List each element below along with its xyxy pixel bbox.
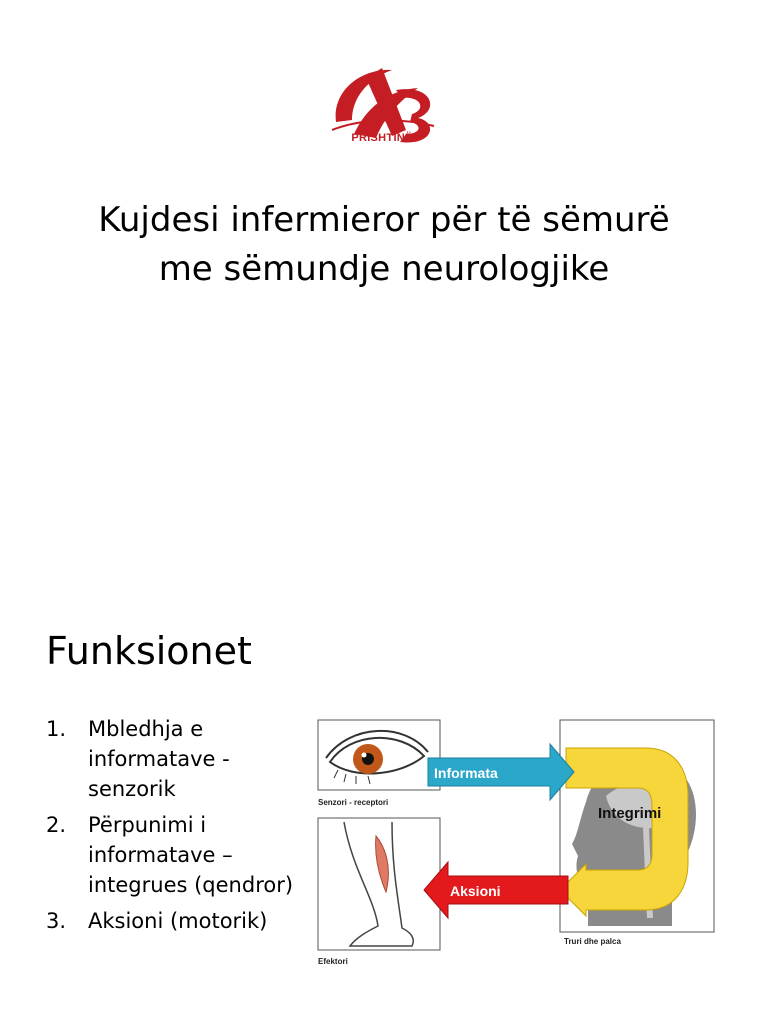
integrimi-label: Integrimi xyxy=(598,805,661,822)
informata-arrow xyxy=(427,742,575,802)
informata-label: Informata xyxy=(434,765,498,781)
nervous-system-diagram: Senzori - receptori Efektori Truri dhe p… xyxy=(317,719,715,966)
functions-list: 1. Mbledhja e informatave - senzorik 2. … xyxy=(46,714,316,942)
eye-icon xyxy=(325,730,429,785)
list-text: Aksioni (motorik) xyxy=(88,909,268,933)
title-line-1: Kujdesi infermieror për të sëmurë xyxy=(98,200,670,240)
list-number: 3. xyxy=(46,909,67,933)
list-item: 1. Mbledhja e informatave - senzorik xyxy=(46,714,316,804)
senzori-caption: Senzori - receptori xyxy=(318,798,388,807)
list-number: 1. xyxy=(46,717,67,741)
university-logo xyxy=(331,68,435,143)
list-text: Mbledhja e informatave - senzorik xyxy=(88,717,230,801)
page-title: Kujdesi infermieror për të sëmurë me sëm… xyxy=(40,196,728,294)
logo-caption: PRISHTINË xyxy=(351,132,413,144)
title-line-2: me sëmundje neurologjike xyxy=(158,249,610,289)
list-item: 2. Përpunimi i informatave – integrues (… xyxy=(46,810,316,900)
truri-caption: Truri dhe palca xyxy=(564,937,621,946)
integrimi-loop xyxy=(559,747,689,918)
efektori-caption: Efektori xyxy=(318,957,348,966)
list-text: Përpunimi i informatave – integrues (qen… xyxy=(88,813,294,897)
leg-icon xyxy=(343,821,414,947)
list-number: 2. xyxy=(46,813,67,837)
section-title: Funksionet xyxy=(46,629,252,673)
list-item: 3. Aksioni (motorik) xyxy=(46,906,316,936)
title-slide: PRISHTINË Kujdesi infermieror për të sëm… xyxy=(40,68,728,294)
aksioni-arrow xyxy=(423,860,569,920)
functions-slide: Funksionet 1. Mbledhja e informatave - s… xyxy=(0,512,768,1024)
aksioni-label: Aksioni xyxy=(450,883,501,899)
